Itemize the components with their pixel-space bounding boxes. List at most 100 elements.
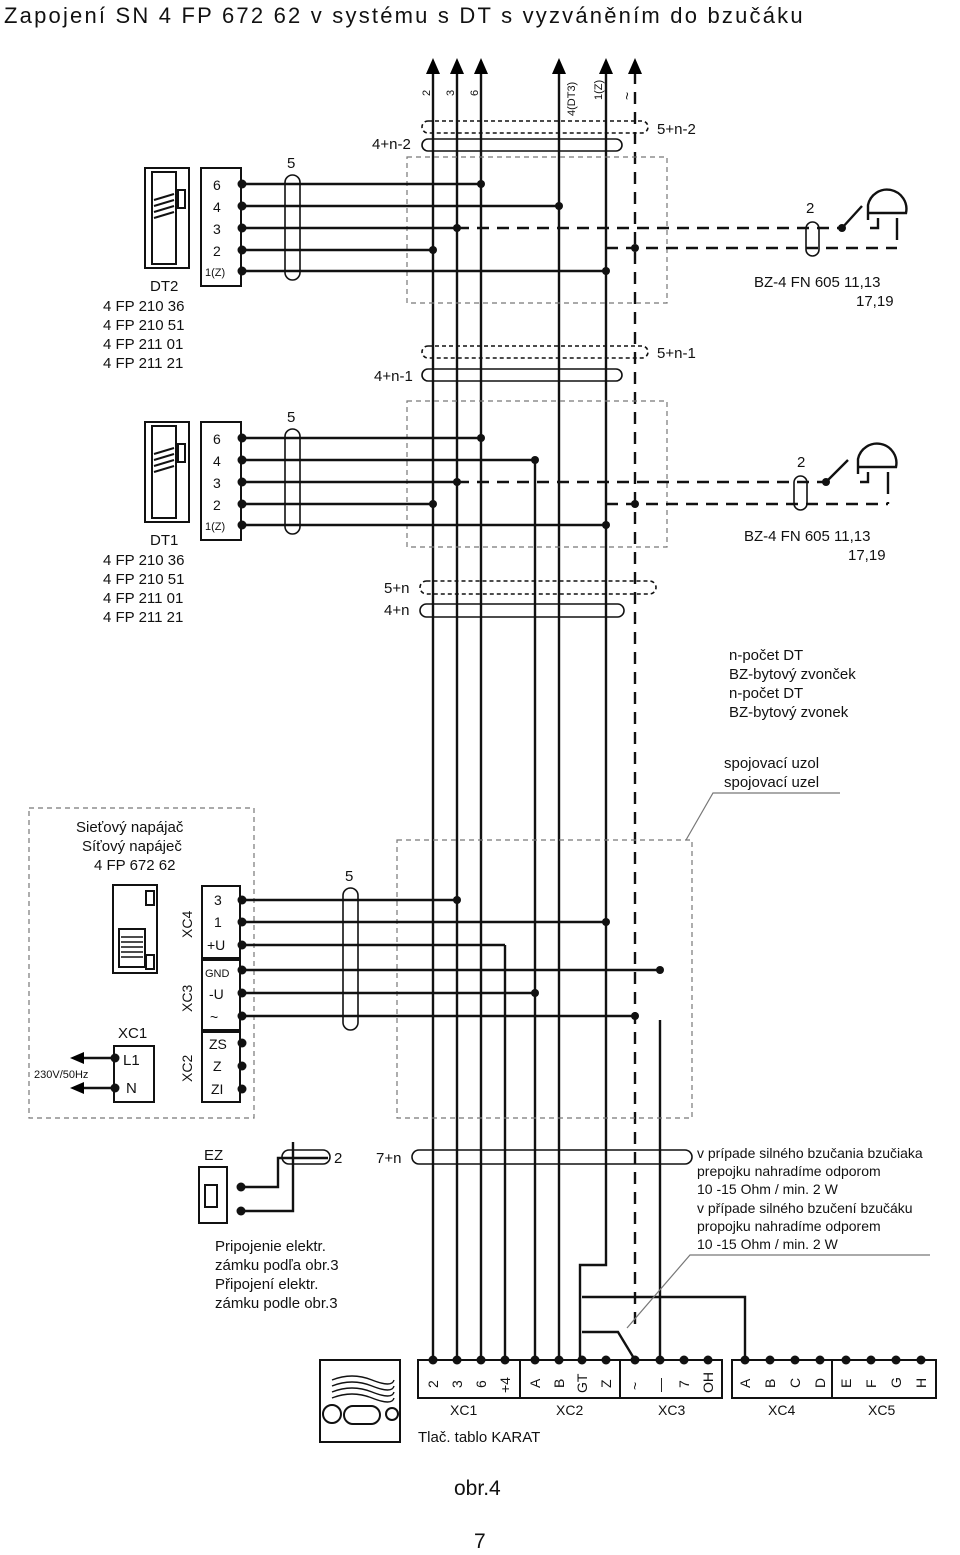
karat-pin-xc2-b: B (551, 1379, 567, 1388)
page-title: Zapojení SN 4 FP 672 62 v systému s DT s… (4, 3, 805, 28)
karat-terminal-dots (428, 1355, 926, 1365)
karat-pin-xc5-g: G (888, 1377, 904, 1388)
lock-label: EZ (204, 1147, 223, 1164)
legend-line-2: BZ-bytový zvonček (729, 666, 856, 683)
dt1-intercom: 6 4 3 2 1(Z) 5 DT1 4 FP 210 36 4 FP 210 … (103, 409, 610, 626)
dt1-pin-2: 2 (213, 497, 221, 513)
bus-label-5n: 5+n (384, 580, 409, 597)
karat-panel: Tlač. tablo KARAT XC1 XC2 XC3 XC4 XC5 2 … (319, 1355, 937, 1446)
resistor-note-6: 10 -15 Ohm / min. 2 W (697, 1236, 839, 1252)
karat-pin-xc5-e: E (838, 1379, 854, 1388)
karat-pin-xc2-gt: GT (574, 1373, 590, 1393)
dt2-model-3: 4 FP 211 01 (103, 336, 183, 353)
buzzer-upper-model: BZ-4 FN 605 11,13 (754, 274, 880, 291)
karat-pin-xc3-oh: OH (700, 1372, 716, 1393)
xc3-label: XC3 (179, 985, 195, 1012)
dt2-name: DT2 (150, 278, 178, 295)
xc4-pin-3: 3 (214, 892, 222, 908)
buzzer-upper-wires: 2 (806, 200, 814, 217)
dt1-pin-6: 6 (213, 431, 221, 447)
bus-label-4n1: 4+n-1 (374, 368, 413, 385)
dt1-model-4: 4 FP 211 21 (103, 609, 183, 626)
resistor-note-3: 10 -15 Ohm / min. 2 W (697, 1181, 839, 1197)
legend-line-3: n-počet DT (729, 685, 803, 702)
psu-title-1: Sieťový napájač (76, 819, 184, 836)
karat-group-xc4: XC4 (768, 1402, 795, 1418)
arrow-label-2: 2 (421, 90, 433, 96)
dt1-cable-count: 5 (287, 409, 295, 426)
buzzer-upper: ~ 2 BZ-4 FN 605 11,13 17,19 (457, 188, 908, 310)
bus-label-5n1: 5+n-1 (657, 345, 696, 362)
xc2-label: XC2 (179, 1055, 195, 1082)
karat-pin-xc4-d: D (812, 1378, 828, 1388)
xc3-pin-minus-u: -U (209, 986, 224, 1002)
dt1-pin-3: 3 (213, 475, 221, 491)
xc4-pin-plus-u: +U (207, 937, 225, 953)
arrow-label-1z: 1(Z) (593, 80, 605, 100)
dt2-cable-count: 5 (287, 155, 295, 172)
mains-label: 230V/50Hz (34, 1069, 88, 1081)
psu-title-2: Síťový napáječ (82, 838, 182, 855)
dt2-pin-1z: 1(Z) (205, 267, 225, 279)
karat-pin-xc2-a: A (527, 1378, 543, 1388)
xc3-pin-ac: ~ (210, 1009, 218, 1025)
buzzer-lower-model: BZ-4 FN 605 11,13 (744, 528, 870, 545)
junction-note-2: spojovací uzel (724, 774, 819, 791)
resistor-note-1: v prípade silného bzučania bzučiaka (697, 1145, 923, 1161)
karat-label: Tlač. tablo KARAT (418, 1429, 540, 1446)
dt1-model-3: 4 FP 211 01 (103, 590, 183, 607)
arrow-label-4dt3: 4(DT3) (566, 82, 578, 116)
xc2-pin-z: Z (213, 1058, 222, 1074)
figure-label: obr.4 (454, 1477, 501, 1500)
karat-pin-xc2-z: Z (598, 1379, 614, 1388)
dt1-model-2: 4 FP 210 51 (103, 571, 184, 588)
bus-cables: 4+n-2 5+n-2 4+n-1 5+n-1 5+n 4+n 7+n (372, 120, 696, 1167)
dt2-pin-2: 2 (213, 243, 221, 259)
buzzer-upper-model-2: 17,19 (856, 293, 894, 310)
karat-pin-xc1-6: 6 (473, 1380, 489, 1388)
buzzer-lower-model-2: 17,19 (848, 547, 886, 564)
karat-pin-xc5-h: H (913, 1378, 929, 1388)
karat-pin-xc4-b: B (762, 1379, 778, 1388)
power-supply: Sieťový napájač Síťový napáječ 4 FP 672 … (28, 807, 664, 1119)
psu-title-3: 4 FP 672 62 (94, 857, 175, 874)
karat-pin-xc3-7: 7 (676, 1380, 692, 1388)
karat-pin-xc1-2: 2 (425, 1380, 441, 1388)
junction-note-1: spojovací uzol (724, 755, 819, 772)
karat-group-xc1: XC1 (450, 1402, 477, 1418)
xc2-pin-zi: ZI (211, 1081, 223, 1097)
xc4-pin-1: 1 (214, 914, 222, 930)
psu-cable-count: 5 (345, 868, 353, 885)
buzzer-upper-symbol: ~ (877, 205, 885, 221)
dt2-pin-3: 3 (213, 221, 221, 237)
dt2-intercom: 6 4 3 2 1(Z) 5 DT2 4 FP 210 36 4 FP 210 … (103, 155, 610, 372)
bus-label-4n: 4+n (384, 602, 409, 619)
bus-label-4n2: 4+n-2 (372, 136, 411, 153)
dt2-model-4: 4 FP 211 21 (103, 355, 183, 372)
top-arrows: 2 3 6 4(DT3) 1(Z) ~ (421, 58, 642, 1360)
dt2-model-2: 4 FP 210 51 (103, 317, 184, 334)
resistor-note-2: prepojku nahradíme odporom (697, 1163, 881, 1179)
lock-note-4: zámku podle obr.3 (215, 1295, 338, 1312)
xc1-label: XC1 (118, 1025, 147, 1042)
junction-boxes (396, 156, 693, 1119)
dt2-model-1: 4 FP 210 36 (103, 298, 184, 315)
xc1-pin-n: N (126, 1080, 137, 1097)
resistor-note-5: propojku nahradíme odporem (697, 1218, 881, 1234)
dt1-pin-4: 4 (213, 453, 221, 469)
xc1-pin-l1: L1 (123, 1052, 140, 1069)
karat-pin-xc1-3: 3 (449, 1380, 465, 1388)
karat-pin-xc3-ac: ~ (627, 1382, 643, 1390)
xc2-pin-zs: ZS (209, 1036, 227, 1052)
buzzer-lower-symbol: ~ (867, 459, 875, 475)
legend: n-počet DT BZ-bytový zvonček n-počet DT … (685, 647, 856, 841)
karat-group-xc2: XC2 (556, 1402, 583, 1418)
page-number: 7 (474, 1530, 486, 1553)
legend-line-1: n-počet DT (729, 647, 803, 664)
resistor-note: v prípade silného bzučania bzučiaka prep… (582, 1145, 930, 1361)
bus-label-7n: 7+n (376, 1150, 401, 1167)
lock-note-2: zámku podľa obr.3 (215, 1257, 339, 1274)
arrow-label-3: 3 (445, 90, 457, 96)
lock-wires: 2 (334, 1150, 342, 1167)
buzzer-lower: ~ 2 BZ-4 FN 605 11,13 17,19 (457, 442, 898, 564)
